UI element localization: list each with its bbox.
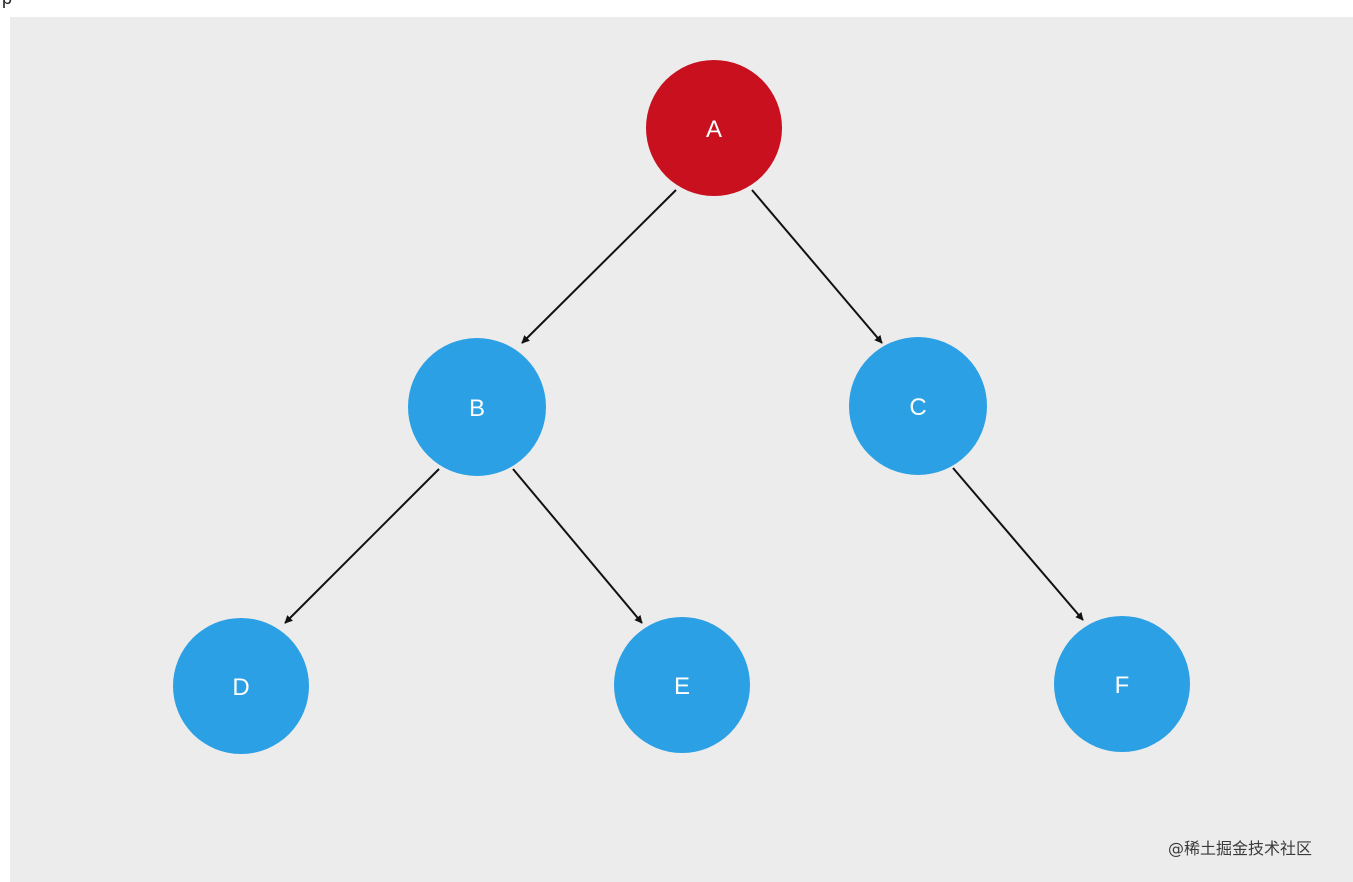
edges-layer [284, 189, 1084, 624]
edge-b-d [284, 468, 440, 624]
node-c: C [849, 337, 987, 475]
node-e-label: E [674, 673, 690, 700]
node-b: B [408, 338, 546, 476]
top-text-fragment: p [2, 0, 22, 8]
node-f: F [1054, 616, 1190, 752]
node-f-label: F [1115, 672, 1130, 699]
watermark-text: @稀土掘金技术社区 [1168, 839, 1313, 858]
edge-a-b [521, 189, 677, 344]
edge-b-e [512, 468, 643, 624]
node-d: D [173, 618, 309, 754]
node-a: A [646, 60, 782, 196]
node-a-label: A [706, 116, 722, 143]
edge-a-c [751, 189, 883, 344]
node-b-label: B [469, 395, 485, 422]
node-c-label: C [909, 394, 926, 421]
edge-c-f [952, 467, 1084, 621]
node-d-label: D [232, 674, 249, 701]
node-e: E [614, 617, 750, 753]
